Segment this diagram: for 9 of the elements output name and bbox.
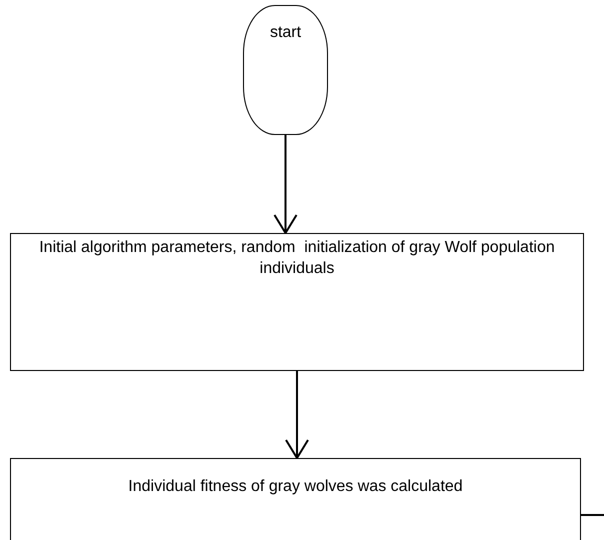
arrow <box>285 371 309 459</box>
arrow <box>274 135 298 234</box>
node-label: start <box>270 23 302 43</box>
node-label: Individual fitness of gray wolves was calculated <box>128 477 463 497</box>
process-box <box>10 233 584 371</box>
line <box>581 514 604 516</box>
process-box <box>10 458 581 540</box>
terminal-shape <box>243 5 328 135</box>
node-label: Initial algorithm parameters, random initialization of gray Wolf population individuals <box>38 238 556 279</box>
